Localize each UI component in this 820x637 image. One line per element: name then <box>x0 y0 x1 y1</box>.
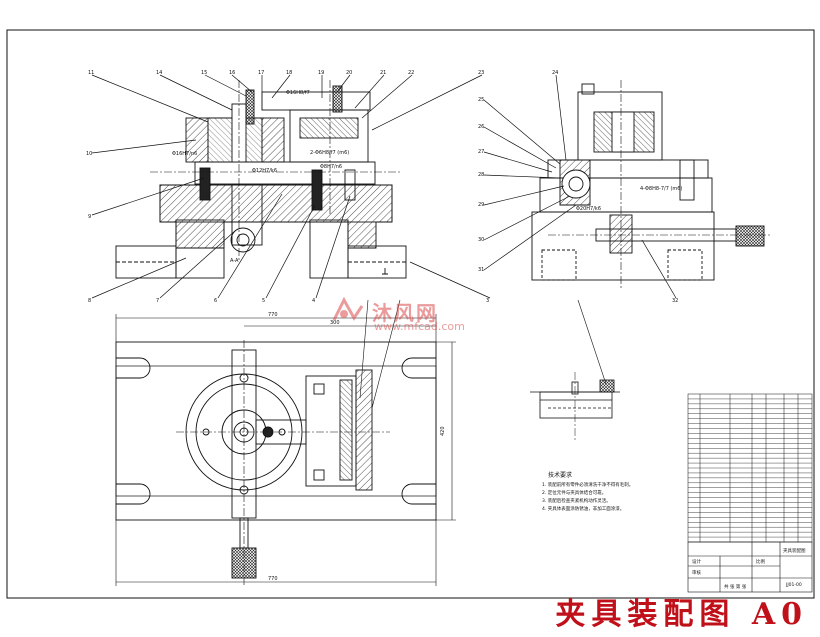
svg-text:26: 26 <box>478 124 484 130</box>
plan-bottom-label: 770 <box>268 576 278 582</box>
title-block-checker: 审核 <box>692 569 701 576</box>
tech-req-line-4: 4. 夹具体表面涂防锈油，非加工面涂漆。 <box>542 505 624 512</box>
svg-text:11: 11 <box>88 70 94 76</box>
svg-text:15: 15 <box>201 70 207 76</box>
technical-requirements: 技术要求 1. 装配前所有零件必须清洗干净不得有毛刺。 2. 定位元件与夹具体结… <box>542 471 633 512</box>
drawing-frame <box>6 29 815 599</box>
tech-req-title: 技术要求 <box>548 471 572 479</box>
svg-text:28: 28 <box>478 172 484 178</box>
fit-label-d: Φ16H7/n6 <box>172 151 197 157</box>
svg-text:7: 7 <box>156 298 159 304</box>
title-block-sheet: 共 张 第 张 <box>724 583 747 590</box>
fit-label-a: Φ16H8/f7 <box>286 90 310 96</box>
title-block-designer: 设计 <box>692 558 701 565</box>
tech-req-line-1: 1. 装配前所有零件必须清洗干净不得有毛刺。 <box>542 481 633 488</box>
svg-text:20: 20 <box>346 70 352 76</box>
front-view-leaders <box>91 74 491 299</box>
svg-text:24: 24 <box>552 70 558 76</box>
svg-text:5: 5 <box>262 298 265 304</box>
svg-text:19: 19 <box>318 70 324 76</box>
svg-text:9: 9 <box>88 214 91 220</box>
plan-height-label: 420 <box>440 426 446 436</box>
svg-text:8: 8 <box>88 298 91 304</box>
svg-text:22: 22 <box>408 70 414 76</box>
plan-view-dimensions <box>115 299 456 586</box>
fit-label-f: 4-Φ8H8-7/7 (m6) <box>640 186 682 192</box>
plan-inner-label: 300 <box>330 320 340 326</box>
svg-text:32: 32 <box>672 298 678 304</box>
plan-width-label: 770 <box>268 312 278 318</box>
side-view <box>531 80 770 290</box>
title-block-drawing-no: JJ01-00 <box>785 582 802 588</box>
svg-text:30: 30 <box>478 237 484 243</box>
title-block-drawing-name: 夹具装配图 <box>783 547 806 554</box>
fit-label-b: 2-Φ6H8/f7 (m6) <box>310 150 349 156</box>
svg-text:16: 16 <box>229 70 235 76</box>
svg-text:23: 23 <box>478 70 484 76</box>
detail-view <box>530 299 620 440</box>
title-block-scale: 比例 <box>756 558 765 565</box>
svg-text:3: 3 <box>486 298 489 304</box>
drawing-caption: 夹具装配图 A0 <box>555 597 808 632</box>
plan-view <box>115 340 437 585</box>
front-view <box>115 80 407 279</box>
tech-req-line-3: 3. 装配后检查夹紧机构动作灵活。 <box>542 497 611 504</box>
svg-text:27: 27 <box>478 149 484 155</box>
svg-text:29: 29 <box>478 202 484 208</box>
svg-text:18: 18 <box>286 70 292 76</box>
svg-text:14: 14 <box>156 70 162 76</box>
front-view-part-numbers: 11 14 15 16 17 18 19 20 21 22 23 10 9 8 7 6 5 4 3 <box>86 70 489 304</box>
svg-text:25: 25 <box>478 97 484 103</box>
tech-req-line-2: 2. 定位元件与夹具体结合可靠。 <box>542 489 606 496</box>
section-label: A-A <box>230 258 239 264</box>
title-block <box>687 541 813 593</box>
svg-text:21: 21 <box>380 70 386 76</box>
svg-text:6: 6 <box>214 298 217 304</box>
front-view-fit-labels: Φ16H8/f7 2-Φ6H8/f7 (m6) Φ8H7/n6 Φ16H7/n6… <box>172 90 349 264</box>
svg-text:17: 17 <box>258 70 264 76</box>
svg-text:31: 31 <box>478 267 484 273</box>
parts-list-rows <box>688 398 812 538</box>
svg-text:4: 4 <box>312 298 315 304</box>
fit-label-c: Φ8H7/n6 <box>320 164 342 170</box>
fit-label-g: Φ20H7/k6 <box>576 206 601 212</box>
side-view-part-numbers: 24 25 26 27 28 29 30 31 32 <box>478 70 678 304</box>
svg-text:10: 10 <box>86 151 92 157</box>
side-view-leaders <box>483 74 677 299</box>
fit-label-e: Φ12H7/k6 <box>252 168 277 174</box>
